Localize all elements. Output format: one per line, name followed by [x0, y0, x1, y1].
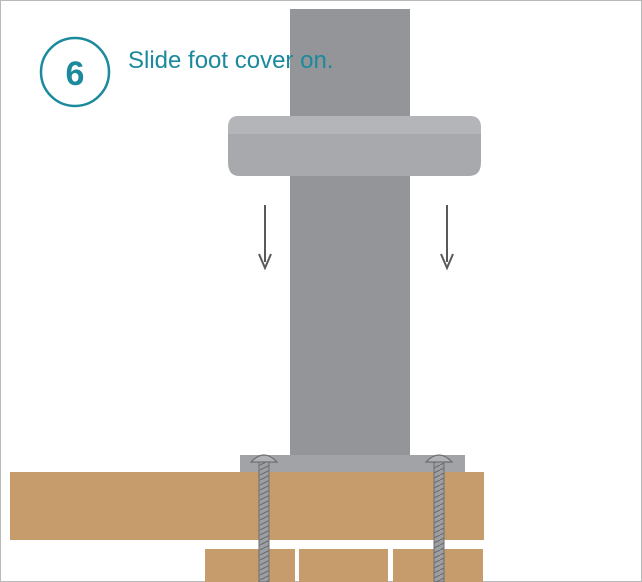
screw-right-shaft — [433, 461, 445, 582]
base-plate — [240, 455, 465, 472]
screw-right — [424, 454, 454, 582]
step-number: 6 — [66, 55, 85, 93]
down-arrow-right-head — [440, 253, 454, 271]
wood-joist-1 — [205, 549, 295, 582]
foot-cover — [228, 116, 481, 176]
screw-left — [249, 454, 279, 582]
screw-left-shaft — [258, 461, 270, 582]
step-badge: 6 — [39, 36, 111, 108]
wood-joists — [205, 549, 483, 582]
vertical-post — [290, 9, 410, 461]
wood-joist-2 — [299, 549, 388, 582]
wood-deck-board — [10, 472, 484, 540]
step-badge-circle — [39, 36, 111, 108]
instruction-text: Slide foot cover on. — [128, 47, 333, 74]
screw-left-head — [249, 454, 279, 463]
screw-right-head — [424, 454, 454, 463]
down-arrow-right — [440, 205, 454, 271]
foot-cover-top-edge — [228, 116, 481, 134]
down-arrow-left-head — [258, 253, 272, 271]
down-arrow-left — [258, 205, 272, 271]
